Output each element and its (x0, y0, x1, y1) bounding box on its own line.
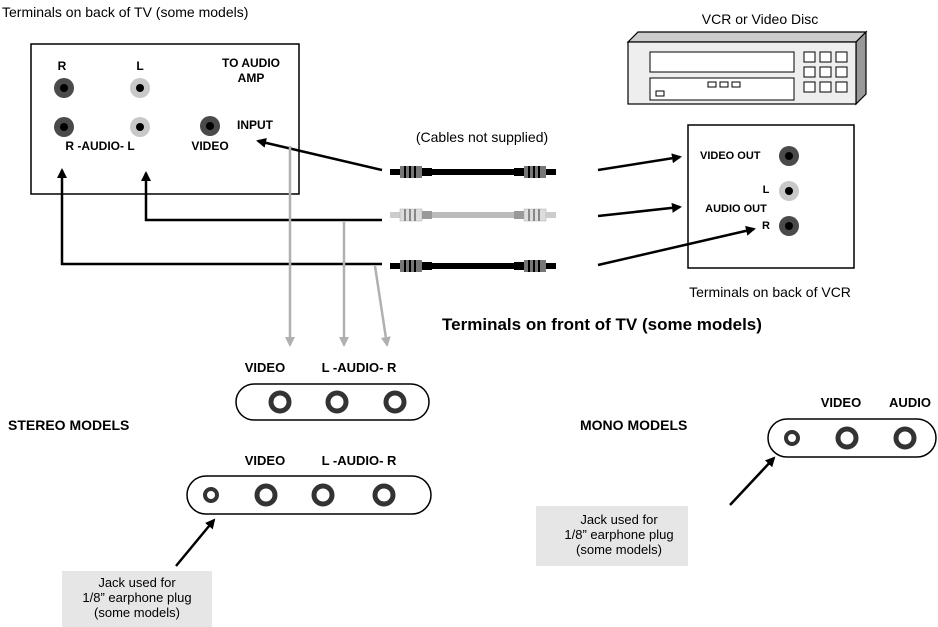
audio-r-cable[interactable] (390, 260, 556, 272)
mono-jack-note-line3: (some models) (576, 542, 662, 557)
tv-back-caption: Terminals on back of TV (some models) (2, 4, 248, 20)
vcr-l-label: L (763, 184, 770, 196)
vcr-back-frame (687, 124, 855, 269)
vcr-audio-out-label: AUDIO OUT (705, 203, 767, 215)
arrow-cable-to-vcr-audio-l (597, 202, 682, 218)
mono-jack-note-line1: Jack used for (580, 512, 658, 527)
cables-note: (Cables not supplied) (416, 129, 548, 145)
stereo-bottom-video-jack[interactable] (254, 483, 278, 507)
stereo-bottom-audio-r-jack[interactable] (372, 483, 396, 507)
tv-out-r-jack[interactable] (54, 78, 74, 98)
vcr-video-out-jack[interactable] (779, 146, 799, 166)
stereo-bottom-jack-panel (186, 475, 432, 515)
stereo-earphone-arrow (175, 518, 216, 567)
tv-back-frame (30, 43, 300, 195)
tv-r-top-label: R (58, 59, 67, 73)
arrow-cable-to-tv-audio-l (141, 171, 382, 222)
input-label: INPUT (237, 118, 274, 132)
to-audio-amp-label-2: AMP (238, 71, 265, 85)
arrow-cable-to-tv-video (256, 137, 383, 172)
vcr-audio-r-jack[interactable] (779, 216, 799, 236)
vcr-audio-l-jack[interactable] (779, 181, 799, 201)
mono-models-title: MONO MODELS (580, 417, 687, 433)
stereo-jack-note-line2: 1/8” earphone plug (82, 590, 191, 605)
vcr-video-out-label: VIDEO OUT (700, 150, 761, 162)
stereo-jack-note-line3: (some models) (94, 605, 180, 620)
vcr-back-panel: VIDEO OUT L AUDIO OUT R Terminals on bac… (687, 124, 855, 300)
arrow-cable-to-tv-audio-r (57, 168, 382, 266)
vcr-illustration: VCR or Video Disc (626, 11, 868, 106)
arrow-cable-to-vcr-audio-r (597, 225, 756, 267)
tv-back-panel: Terminals on back of TV (some models) R … (2, 4, 300, 195)
mono-earphone-note-box (536, 506, 688, 566)
stereo-bottom-video-label: VIDEO (245, 453, 285, 468)
video-cable[interactable] (390, 166, 556, 178)
arrow-front-audio-r (373, 265, 391, 347)
mono-earphone-jack[interactable] (784, 430, 800, 446)
tv-out-l-jack[interactable] (130, 78, 150, 98)
stereo-top-video-jack[interactable] (268, 390, 292, 414)
tv-video-label: VIDEO (191, 139, 228, 153)
mono-audio-jack[interactable] (893, 426, 917, 450)
mono-audio-label: AUDIO (889, 395, 931, 410)
mono-jack-note-line2: 1/8” earphone plug (564, 527, 673, 542)
tv-audio-row-label: R -AUDIO- L (65, 139, 134, 153)
mono-video-jack[interactable] (835, 426, 859, 450)
arrow-cable-to-vcr-video (597, 153, 682, 172)
mono-earphone-arrow (729, 456, 776, 506)
stereo-earphone-note-box (62, 571, 212, 627)
stereo-top-audio-r-jack[interactable] (383, 390, 407, 414)
vcr-r-label: R (762, 220, 770, 232)
audio-l-cable[interactable] (389, 208, 557, 222)
stereo-top-audio-label: L -AUDIO- R (322, 360, 397, 375)
stereo-earphone-jack[interactable] (203, 487, 219, 503)
front-terminals-title: Terminals on front of TV (some models) (442, 315, 762, 334)
stereo-bottom-audio-label: L -AUDIO- R (322, 453, 397, 468)
stereo-models-title: STEREO MODELS (8, 417, 129, 433)
stereo-bottom-audio-l-jack[interactable] (311, 483, 335, 507)
vcr-title: VCR or Video Disc (702, 11, 818, 27)
tv-in-l-jack[interactable] (130, 117, 150, 137)
tv-l-top-label: L (136, 59, 143, 73)
vcr-back-caption: Terminals on back of VCR (689, 284, 851, 300)
stereo-jack-note-line1: Jack used for (98, 575, 176, 590)
tv-in-video-jack[interactable] (200, 116, 220, 136)
stereo-top-audio-l-jack[interactable] (325, 390, 349, 414)
mono-video-label: VIDEO (821, 395, 861, 410)
tv-in-r-jack[interactable] (54, 117, 74, 137)
to-audio-amp-label-1: TO AUDIO (222, 56, 280, 70)
stereo-top-video-label: VIDEO (245, 360, 285, 375)
